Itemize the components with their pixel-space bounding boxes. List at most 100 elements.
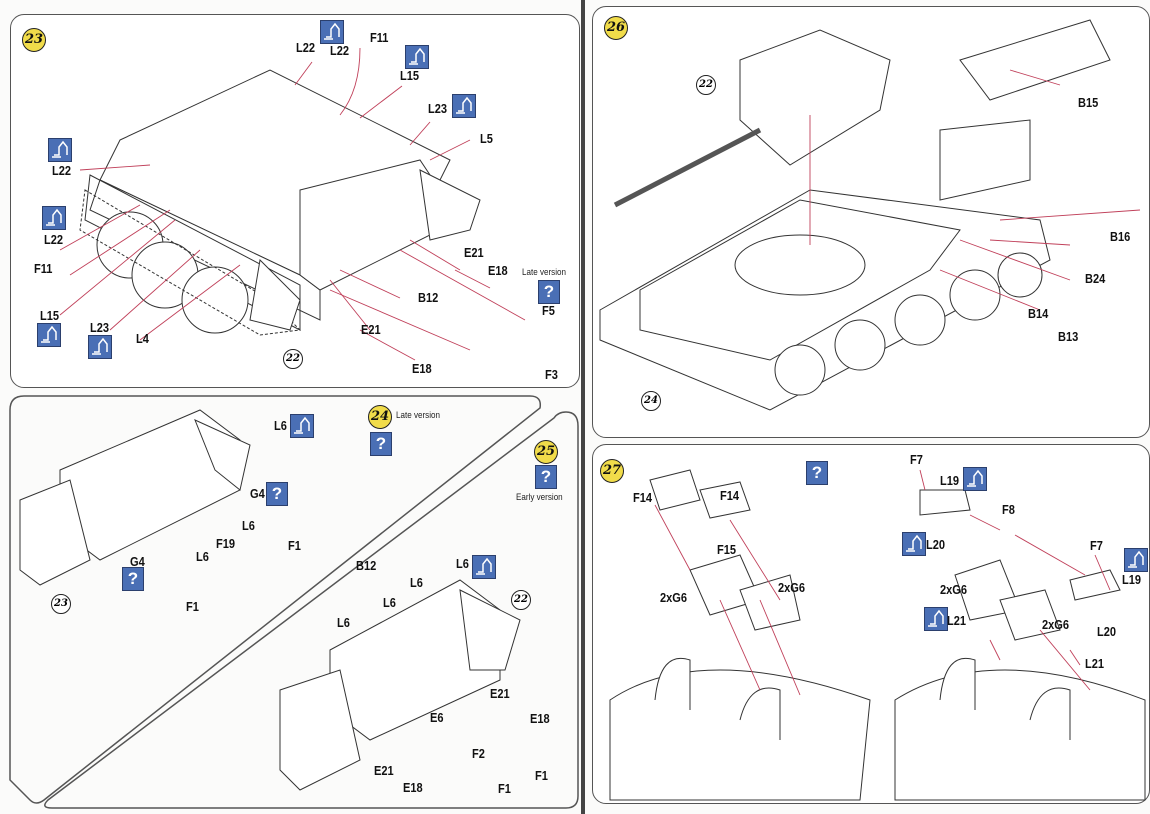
part-label: B12	[356, 558, 377, 573]
part-label: F1	[288, 538, 301, 553]
part-label: L6	[274, 418, 287, 433]
part-label: B24	[1085, 271, 1106, 286]
part-label: L21	[1085, 656, 1105, 671]
part-label: L6	[456, 556, 469, 571]
step-number-23: 23	[22, 28, 46, 52]
flip-part-icon	[37, 323, 61, 347]
panel-step-25	[44, 411, 579, 809]
part-label: F19	[216, 536, 236, 551]
flip-part-icon	[405, 45, 429, 69]
part-label: L6	[383, 595, 396, 610]
part-label: L23	[90, 320, 110, 335]
part-label: F14	[633, 490, 653, 505]
flip-part-icon	[924, 607, 948, 631]
part-label: B14	[1028, 306, 1049, 321]
part-label: F7	[1090, 538, 1103, 553]
flip-part-icon	[88, 335, 112, 359]
part-label: F8	[1002, 502, 1015, 517]
part-label: L22	[296, 40, 316, 55]
part-label: L22	[44, 232, 64, 247]
part-label: L22	[52, 163, 72, 178]
part-label: E18	[530, 711, 550, 726]
hull-drawing-24	[19, 409, 251, 586]
part-label: 2xG6	[940, 582, 968, 597]
part-label: E18	[412, 361, 432, 376]
flip-part-icon	[472, 555, 496, 579]
flip-part-icon	[902, 532, 926, 556]
late-version-note: Late version	[396, 410, 441, 421]
flip-part-icon	[320, 20, 344, 44]
part-label: L6	[196, 549, 209, 564]
flip-part-icon	[48, 138, 72, 162]
hull-drawing-25	[279, 579, 521, 791]
part-label: F7	[910, 452, 923, 467]
part-label: F1	[498, 781, 511, 796]
track-drawing-27	[609, 469, 1146, 801]
part-label: L19	[940, 473, 960, 488]
step-number-26: 26	[604, 16, 628, 40]
question-mark-icon: ?	[535, 465, 557, 489]
part-label: F15	[717, 542, 737, 557]
part-label: L22	[330, 43, 350, 58]
step-number-25: 25	[534, 440, 558, 464]
ref-step-23: 23	[51, 594, 71, 614]
flip-part-icon	[42, 206, 66, 230]
part-label: L5	[480, 131, 493, 146]
part-label: L15	[40, 308, 60, 323]
part-label: L19	[1122, 572, 1142, 587]
part-label: F1	[186, 599, 199, 614]
part-label: B15	[1078, 95, 1099, 110]
part-label: F1	[535, 768, 548, 783]
flip-part-icon	[963, 467, 987, 491]
ref-step-22: 22	[511, 590, 531, 610]
assembly-arrows-27	[654, 469, 1111, 696]
ref-step-22: 22	[696, 75, 716, 95]
part-label: 2xG6	[660, 590, 688, 605]
part-label: F11	[34, 261, 53, 276]
question-mark-icon: ?	[266, 482, 288, 506]
step-number-24: 24	[368, 405, 392, 429]
part-label: L20	[1097, 624, 1117, 639]
part-label: L21	[947, 613, 967, 628]
part-label: E21	[361, 322, 381, 337]
question-mark-icon: ?	[370, 432, 392, 456]
ref-step-22: 22	[283, 349, 303, 369]
late-version-note: Late version	[522, 267, 567, 278]
step-number-27: 27	[600, 459, 624, 483]
part-label: F3	[545, 367, 558, 382]
part-label: E6	[430, 710, 444, 725]
hull-drawing-23	[79, 69, 481, 336]
flip-part-icon	[290, 414, 314, 438]
panel-step-24	[9, 395, 542, 804]
page-gutter	[581, 0, 585, 814]
part-label: 2xG6	[778, 580, 806, 595]
part-label: L6	[410, 575, 423, 590]
part-label: F14	[720, 488, 740, 503]
part-label: L23	[428, 101, 448, 116]
tank-drawing-26	[599, 19, 1111, 411]
part-label: G4	[130, 554, 145, 569]
question-mark-icon: ?	[122, 567, 144, 591]
part-label: L20	[926, 537, 946, 552]
part-label: E18	[488, 263, 508, 278]
part-label: E21	[490, 686, 510, 701]
part-label: G4	[250, 486, 265, 501]
part-label: B16	[1110, 229, 1131, 244]
part-label: E18	[403, 780, 423, 795]
part-label: L6	[337, 615, 350, 630]
part-label: B13	[1058, 329, 1079, 344]
part-label: 2xG6	[1042, 617, 1070, 632]
question-mark-icon: ?	[538, 280, 560, 304]
part-label: L15	[400, 68, 420, 83]
flip-part-icon	[1124, 548, 1148, 572]
part-label: F5	[542, 303, 555, 318]
flip-part-icon	[452, 94, 476, 118]
early-version-note: Early version	[516, 492, 563, 503]
part-label: E21	[374, 763, 394, 778]
part-label: F11	[370, 30, 389, 45]
part-label: E21	[464, 245, 484, 260]
ref-step-24: 24	[641, 391, 661, 411]
part-label: L4	[136, 331, 149, 346]
assembly-arrows-23	[59, 47, 526, 361]
